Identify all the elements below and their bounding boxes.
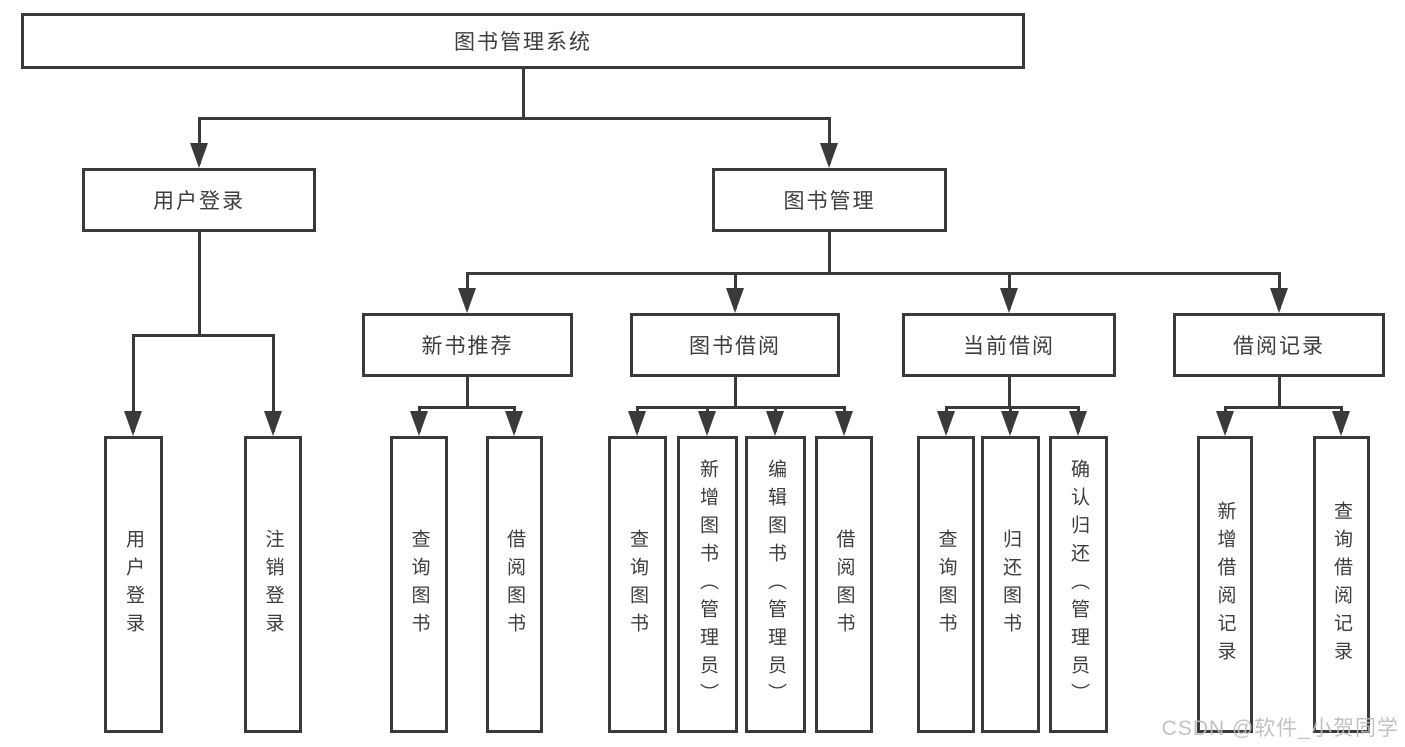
arrow-head	[1332, 411, 1350, 436]
arrow-head	[726, 288, 744, 313]
node-bb-add-books: 新增图书（管理员）	[677, 436, 738, 733]
node-login: 用户登录	[104, 436, 163, 733]
arrow-head	[190, 143, 208, 168]
connector-line	[635, 405, 846, 409]
arrow-head	[124, 411, 142, 436]
arrow-head	[835, 411, 853, 436]
connector-line	[197, 116, 831, 120]
connector-line	[1277, 377, 1281, 407]
node-root: 图书管理系统	[21, 13, 1025, 69]
connector-line	[465, 271, 1281, 275]
arrow-head	[1270, 288, 1288, 313]
connector-line	[827, 118, 831, 164]
arrow-head	[264, 411, 282, 436]
arrow-head	[1001, 411, 1019, 436]
connector-line	[1223, 405, 1343, 409]
connector-line	[197, 118, 201, 164]
connector-line	[1007, 377, 1011, 407]
connector-line	[131, 333, 275, 337]
node-cb-query-books: 查询图书	[917, 436, 975, 733]
arrow-head	[820, 143, 838, 168]
arrow-head	[1000, 288, 1018, 313]
arrow-head	[628, 411, 646, 436]
node-nb-borrow-books: 借阅图书	[486, 436, 543, 733]
connector-line	[521, 69, 525, 118]
node-br-add-record: 新增借阅记录	[1197, 436, 1253, 733]
connector-line	[271, 335, 275, 432]
node-borrowing-records: 借阅记录	[1173, 313, 1385, 377]
node-bb-borrow-books: 借阅图书	[815, 436, 873, 733]
node-cb-confirm-return: 确认归还（管理员）	[1049, 436, 1108, 733]
node-nb-query-books: 查询图书	[390, 436, 448, 733]
node-user-login: 用户登录	[82, 168, 316, 232]
node-bb-query-books: 查询图书	[608, 436, 667, 733]
node-logout: 注销登录	[244, 436, 302, 733]
arrow-head	[1216, 411, 1234, 436]
node-book-borrowing: 图书借阅	[630, 313, 840, 377]
node-br-query-record: 查询借阅记录	[1313, 436, 1370, 733]
connector-line	[197, 232, 201, 335]
connector-line	[131, 335, 135, 432]
arrow-head	[410, 411, 428, 436]
node-book-management: 图书管理	[712, 168, 947, 232]
arrow-head	[505, 411, 523, 436]
connector-line	[827, 232, 831, 273]
node-bb-edit-books: 编辑图书（管理员）	[745, 436, 806, 733]
arrow-head	[937, 411, 955, 436]
connector-line	[733, 377, 737, 407]
node-current-borrowing: 当前借阅	[902, 313, 1116, 377]
arrow-head	[766, 411, 784, 436]
arrow-head	[1069, 411, 1087, 436]
connector-line	[465, 377, 469, 407]
connector-line	[944, 405, 1080, 409]
node-cb-return-books: 归还图书	[981, 436, 1040, 733]
watermark: CSDN @软件_小贺同学	[1161, 717, 1399, 740]
arrow-head	[458, 288, 476, 313]
connector-line	[417, 405, 516, 409]
node-new-book-recommend: 新书推荐	[362, 313, 573, 377]
arrow-head	[698, 411, 716, 436]
